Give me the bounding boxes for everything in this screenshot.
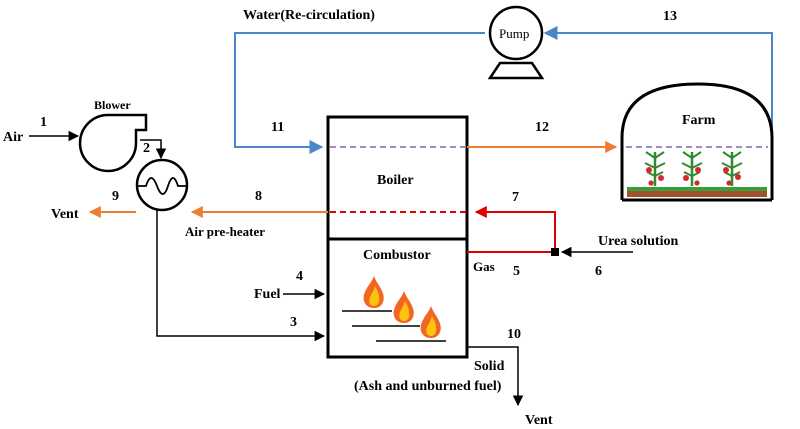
blower-body: [78, 113, 148, 173]
stream-11-label: 11: [271, 120, 284, 135]
stream-12-label: 12: [535, 120, 549, 135]
water-recirculation-loop: [234, 26, 773, 154]
ground-soil: [627, 190, 767, 197]
stream-10-label: 10: [507, 327, 521, 342]
air-preheater-label: Air pre-heater: [185, 224, 265, 239]
farm-greenhouse: Farm: [620, 82, 774, 202]
stream-13-line: [543, 26, 773, 140]
vent-left-label: Vent: [51, 207, 79, 222]
urea-solution-label: Urea solution: [598, 234, 678, 249]
stream-13-label: 13: [663, 9, 677, 24]
vent-bottom-label: Vent: [525, 413, 553, 428]
stream-4-label: 4: [296, 269, 303, 284]
mixing-junction: [551, 248, 559, 256]
farm-label: Farm: [682, 113, 716, 128]
combustor-box: [326, 237, 469, 359]
fuel-label: Fuel: [254, 287, 281, 302]
tomato-plant: [681, 151, 703, 186]
ash-label: (Ash and unburned fuel): [354, 379, 502, 394]
flame-icon: [420, 306, 441, 338]
stream-3-line: [156, 210, 326, 342]
stream-8-label: 8: [255, 189, 262, 204]
ground-grass: [627, 187, 767, 191]
stream-2-label: 2: [143, 141, 150, 156]
stream-7-label: 7: [512, 190, 519, 205]
stream-3-label: 3: [290, 315, 297, 330]
water-recirc-label: Water(Re-circulation): [243, 8, 375, 23]
tomato-plant: [721, 151, 743, 186]
pump: Pump: [487, 5, 545, 80]
blower: Blower: [78, 98, 148, 173]
pump-base: [487, 61, 545, 80]
combustor-label: Combustor: [363, 248, 431, 263]
flame-icon: [393, 291, 414, 323]
flame-icon: [363, 276, 384, 308]
air-preheater: Air pre-heater: [135, 158, 265, 239]
air-label: Air: [3, 130, 23, 145]
pump-body: [488, 5, 544, 61]
boiler-box: [326, 115, 469, 241]
greenhouse-dome: [620, 82, 774, 200]
stream-6-label: 6: [595, 264, 602, 279]
tomato-plant: [644, 151, 666, 186]
stream-7-line: [474, 206, 556, 252]
stream-5-label: 5: [513, 264, 520, 279]
stream-10-line: [467, 346, 524, 407]
preheater-coil: [137, 177, 187, 195]
stream-2-line: [140, 139, 167, 160]
gas-label: Gas: [473, 259, 495, 274]
solid-label: Solid: [474, 359, 505, 374]
pump-label: Pump: [499, 26, 529, 41]
preheater-body: [135, 158, 189, 212]
boiler-label: Boiler: [377, 173, 414, 188]
water-return-line: [234, 32, 485, 154]
flames: [342, 276, 446, 342]
stream-9-label: 9: [112, 189, 119, 204]
blower-label: Blower: [94, 98, 131, 112]
stream-1-label: 1: [40, 115, 47, 130]
